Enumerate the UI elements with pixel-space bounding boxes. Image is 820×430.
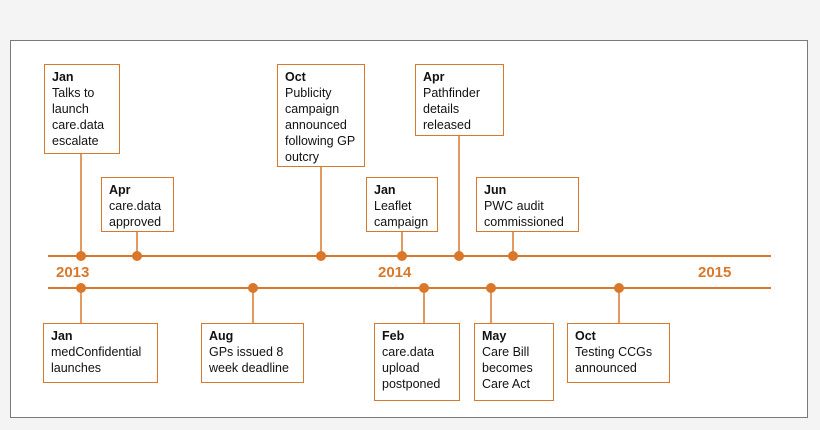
event-description: Publicity campaign announced following G… bbox=[285, 86, 356, 164]
timeline-marker bbox=[508, 251, 518, 261]
timeline-marker bbox=[397, 251, 407, 261]
event-month: Apr bbox=[109, 183, 131, 197]
event-box: Oct Publicity campaign announced followi… bbox=[277, 64, 365, 167]
event-description: Leaflet campaign bbox=[374, 199, 429, 229]
event-month: Jan bbox=[52, 70, 74, 84]
event-description: Testing CCGs announced bbox=[575, 345, 653, 375]
timeline-marker bbox=[132, 251, 142, 261]
timeline-marker bbox=[248, 283, 258, 293]
event-box: Oct Testing CCGs announced bbox=[567, 323, 670, 383]
event-box: Aug GPs issued 8 week deadline bbox=[201, 323, 304, 383]
event-month: Feb bbox=[382, 329, 405, 343]
event-description: care.data upload postponed bbox=[382, 345, 441, 391]
timeline-marker bbox=[419, 283, 429, 293]
event-description: Pathfinder details released bbox=[423, 86, 480, 132]
event-description: care.data approved bbox=[109, 199, 162, 229]
event-description: medConfidential launches bbox=[51, 345, 142, 375]
event-box: May Care Bill becomes Care Act bbox=[474, 323, 554, 401]
year-label-2013: 2013 bbox=[56, 264, 90, 281]
event-month: Apr bbox=[423, 70, 445, 84]
event-month: Oct bbox=[575, 329, 596, 343]
event-box: Apr Pathfinder details released bbox=[415, 64, 504, 136]
event-box: Apr care.data approved bbox=[101, 177, 174, 232]
event-month: May bbox=[482, 329, 507, 343]
timeline-marker bbox=[454, 251, 464, 261]
event-box: Jan Talks to launch care.data escalate bbox=[44, 64, 120, 154]
event-month: Jan bbox=[374, 183, 396, 197]
timeline-marker bbox=[614, 283, 624, 293]
event-box: Jan medConfidential launches bbox=[43, 323, 158, 383]
event-description: Care Bill becomes Care Act bbox=[482, 345, 533, 391]
timeline-marker bbox=[76, 283, 86, 293]
year-label-2015: 2015 bbox=[698, 264, 732, 281]
event-description: Talks to launch care.data escalate bbox=[52, 86, 105, 148]
event-month: Jun bbox=[484, 183, 507, 197]
event-month: Oct bbox=[285, 70, 306, 84]
timeline-marker bbox=[76, 251, 86, 261]
event-description: PWC audit commissioned bbox=[484, 199, 564, 229]
event-month: Aug bbox=[209, 329, 234, 343]
timeline-marker bbox=[486, 283, 496, 293]
event-box: Jun PWC audit commissioned bbox=[476, 177, 579, 232]
timeline-marker bbox=[316, 251, 326, 261]
year-label-2014: 2014 bbox=[378, 264, 412, 281]
event-description: GPs issued 8 week deadline bbox=[209, 345, 289, 375]
event-box: Jan Leaflet campaign bbox=[366, 177, 438, 232]
event-month: Jan bbox=[51, 329, 73, 343]
event-box: Feb care.data upload postponed bbox=[374, 323, 460, 401]
